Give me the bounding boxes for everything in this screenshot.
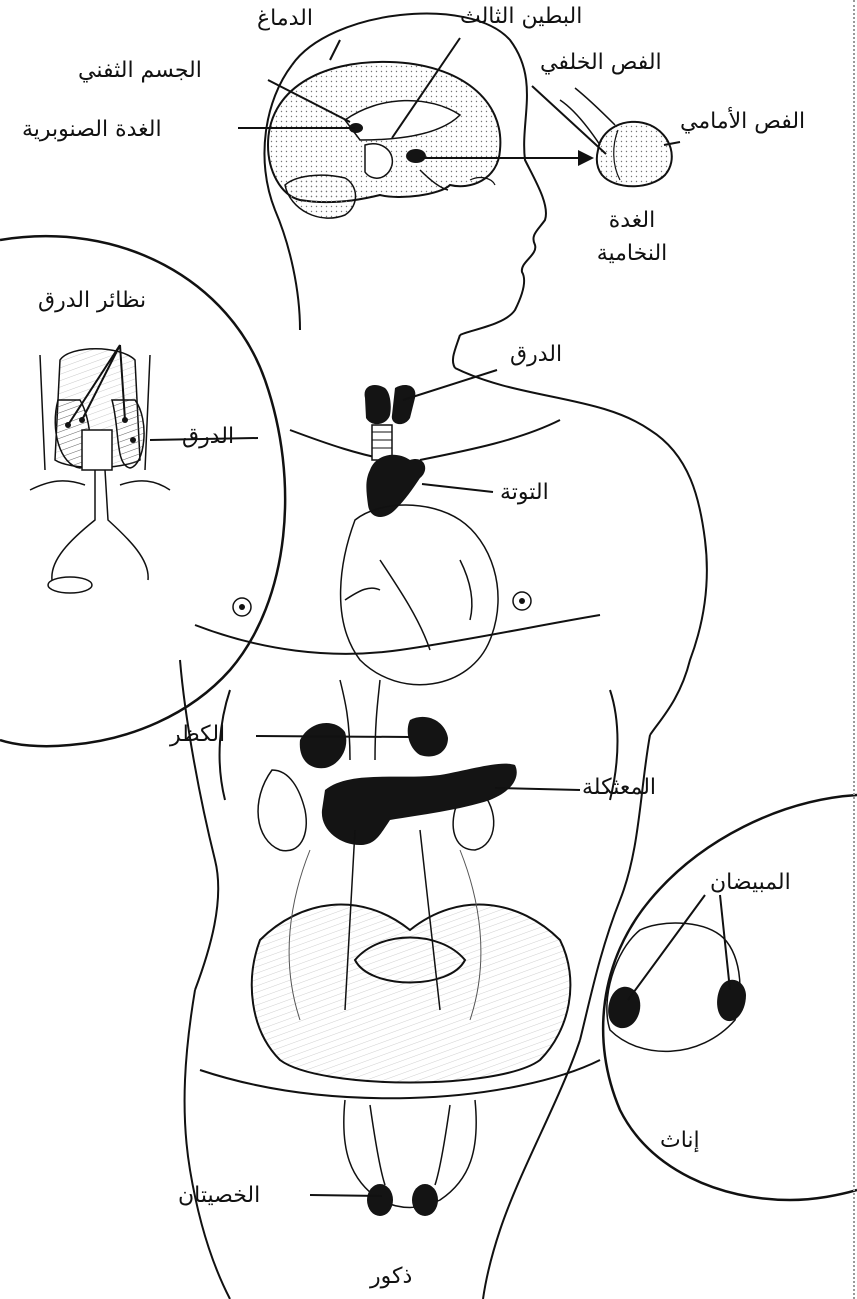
label-female: إناث xyxy=(660,1128,700,1153)
label-pituitary: الغدة النخامية xyxy=(562,208,702,267)
body-outline xyxy=(179,12,708,1299)
testes-drawing xyxy=(343,1099,477,1216)
label-ovaries: المبيضان xyxy=(710,870,791,895)
label-pineal-gland: الغدة الصنوبرية xyxy=(22,117,162,142)
abdominal-organs xyxy=(257,679,517,1021)
label-testes: الخصيتان xyxy=(178,1183,261,1208)
right-edge-border xyxy=(853,0,857,1299)
label-anterior-lobe: الفص الأمامي xyxy=(680,109,806,134)
label-brain: الدماغ xyxy=(257,6,313,31)
pituitary-arrow-head xyxy=(578,150,594,166)
label-pancreas: المعثكلة xyxy=(582,775,657,800)
label-pituitary-line1: الغدة xyxy=(608,208,656,233)
label-pituitary-line2: النخامية xyxy=(596,241,668,267)
thymus-drawing xyxy=(366,454,426,517)
label-adrenal: الكظر xyxy=(170,722,226,747)
thyroid-drawing xyxy=(364,385,416,461)
leader-lines xyxy=(149,37,681,1197)
label-male: ذكور xyxy=(370,1264,413,1289)
label-thymus: التوتة xyxy=(500,480,549,505)
brain-drawing xyxy=(266,60,502,219)
label-thyroid-inset: الدرق xyxy=(182,424,235,449)
label-third-ventricle: البطين الثالث xyxy=(460,4,583,29)
label-corpus-callosum: الجسم الثفني xyxy=(78,58,202,83)
heart-drawing xyxy=(339,504,499,686)
thyroid-inset-circle xyxy=(0,235,287,748)
ovaries-inset-circle xyxy=(601,793,857,1202)
label-parathyroids: نظائر الدرق xyxy=(38,288,147,313)
label-thyroid: الدرق xyxy=(510,342,563,367)
pituitary-detail xyxy=(559,87,673,188)
label-posterior-lobe: الفص الخلفي xyxy=(540,50,662,75)
